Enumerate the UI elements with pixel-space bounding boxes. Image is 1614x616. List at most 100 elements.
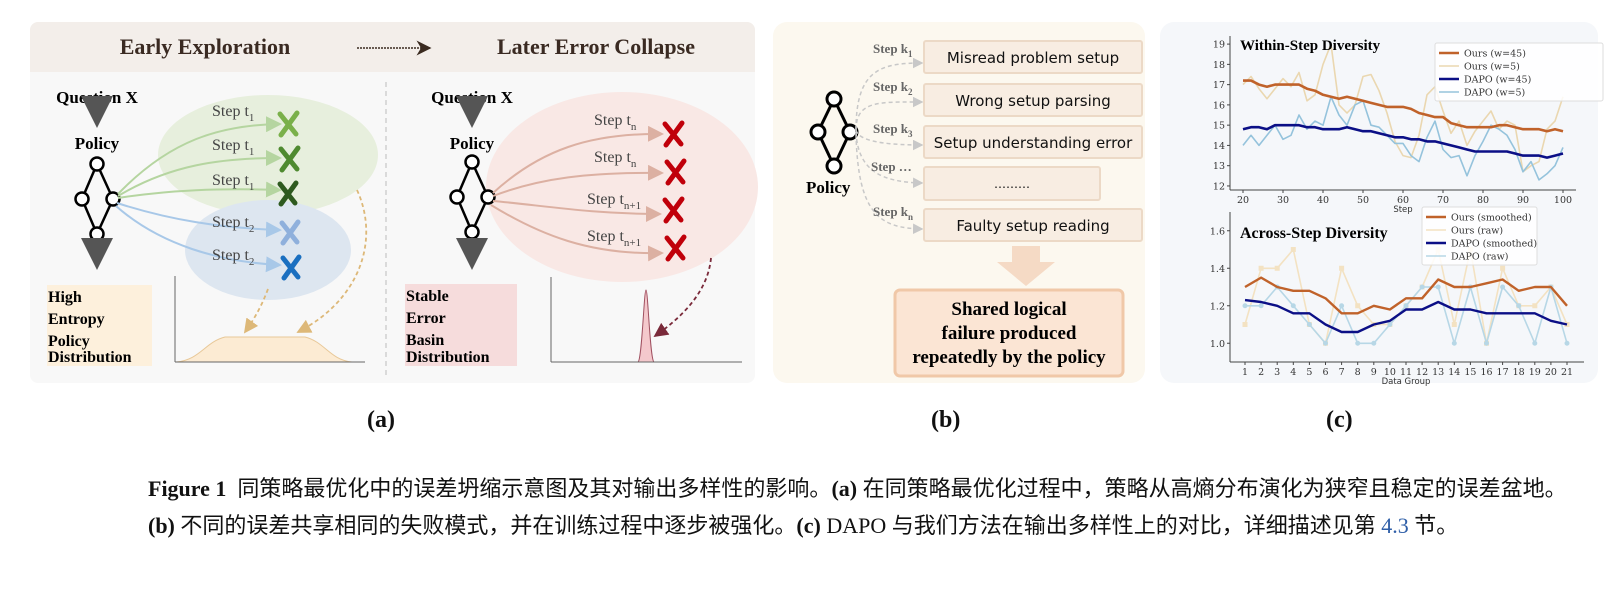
data-point: [1355, 303, 1361, 309]
legend-label: DAPO (smoothed): [1451, 239, 1537, 250]
data-point: [1532, 303, 1538, 309]
policy-network-icon: [809, 90, 859, 175]
arrow-step-1: [492, 125, 664, 194]
arrow-step-5: [115, 205, 282, 273]
panel-a: Early Exploration Later Error Collapse Q…: [30, 22, 758, 383]
error-text: Wrong setup parsing: [955, 92, 1111, 110]
caption-tag: (a): [831, 476, 858, 501]
figure-number: Figure 1: [148, 476, 227, 501]
arrow-step-4: [116, 202, 282, 238]
legend-label: Ours (smoothed): [1451, 213, 1532, 224]
data-point: [1403, 303, 1409, 309]
down-arrow-icon: [997, 246, 1055, 286]
x-axis-label: Step: [1393, 205, 1412, 215]
policy-label: Policy: [75, 134, 120, 153]
data-point: [1484, 340, 1489, 346]
section-reference-link[interactable]: 4.3: [1381, 513, 1409, 538]
step-label: Step t1: [212, 137, 254, 158]
data-point: [1355, 340, 1361, 346]
blue-cluster: [185, 200, 351, 300]
figure-caption: Figure 1 同策略最优化中的误差坍缩示意图及其对输出多样性的影响。(a) …: [148, 470, 1588, 544]
data-point: [1323, 340, 1328, 346]
wide-distribution-plot: [174, 276, 365, 363]
x-tick-label: 2: [1258, 367, 1264, 378]
x-axis-label: Data Group: [1382, 377, 1431, 387]
cross-mark-icon: [662, 196, 685, 224]
data-point: [1339, 303, 1345, 309]
cross-mark-icon: [664, 234, 687, 262]
error-text: Misread problem setup: [947, 49, 1119, 67]
legend-label: DAPO (w=45): [1464, 75, 1531, 86]
error-basin-cluster: [486, 92, 758, 282]
x-tick-label: 17: [1497, 367, 1509, 378]
cross-mark-icon: [664, 158, 687, 186]
x-tick-label: 19: [1529, 367, 1541, 378]
dashed-arrow: [243, 288, 269, 334]
step-label: Step k1: [873, 41, 913, 59]
error-box: [923, 125, 1143, 159]
legend-label: Ours (w=5): [1464, 62, 1520, 73]
x-tick-label: 15: [1464, 367, 1476, 378]
cross-mark-icon: [662, 120, 685, 148]
x-tick-label: 50: [1357, 195, 1369, 206]
x-tick-label: 70: [1437, 195, 1449, 206]
cross-mark-icon: [277, 180, 299, 207]
error-box: [923, 83, 1143, 117]
x-tick-label: 6: [1322, 367, 1328, 378]
policy-network-icon: [74, 156, 121, 242]
y-tick-label: 13: [1213, 161, 1225, 172]
data-point: [1451, 322, 1457, 327]
y-tick-label: 17: [1213, 80, 1225, 91]
data-point: [1516, 303, 1522, 309]
step-label: Step t1: [212, 172, 254, 193]
data-point: [1435, 284, 1441, 290]
caption-intro: 同策略最优化中的误差坍缩示意图及其对输出多样性的影响。: [237, 476, 832, 501]
y-tick-label: 1.4: [1210, 264, 1225, 275]
peaked-distribution-plot: [550, 277, 742, 363]
error-box: [923, 40, 1143, 74]
data-point: [1532, 340, 1538, 346]
data-point: [1387, 322, 1393, 327]
x-tick-label: 16: [1480, 367, 1492, 378]
series-line-ours-w-45-: [1243, 79, 1564, 133]
caption-text: 节。: [1414, 513, 1459, 538]
caption-tag: (c): [796, 513, 821, 538]
y-tick-label: 19: [1213, 40, 1225, 51]
caption-text: 在同策略最优化过程中，策略从高熵分布演化为狭窄且稳定的误差盆地。: [862, 476, 1567, 501]
dashed-arrow: [855, 129, 924, 151]
green-cluster: [158, 95, 378, 215]
error-box: [923, 166, 1101, 201]
header-early-exploration: Early Exploration: [120, 34, 291, 59]
chart-title: Across-Step Diversity: [1240, 225, 1388, 242]
policy-network-icon: [449, 154, 496, 240]
error-text: Faulty setup reading: [956, 217, 1109, 235]
data-point: [1500, 284, 1506, 290]
x-tick-label: 20: [1237, 195, 1249, 206]
x-tick-label: 1: [1242, 367, 1248, 378]
x-tick-label: 60: [1397, 195, 1409, 206]
panel-label-a: (a): [367, 407, 395, 433]
step-label: Step kn: [873, 204, 913, 222]
x-tick-label: 7: [1339, 367, 1345, 378]
series-line-ours-smoothed-: [1244, 276, 1568, 315]
dashed-arrow: [855, 131, 924, 189]
dashed-arrow: [855, 57, 924, 131]
legend-label: Ours (raw): [1451, 226, 1503, 237]
panel-label-c: (c): [1326, 407, 1353, 433]
policy-label: Policy: [450, 134, 495, 153]
x-tick-label: 21: [1561, 367, 1573, 378]
x-tick-label: 3: [1274, 367, 1280, 378]
caption-text: DAPO 与我们方法在输出多样性上的对比，详细描述见第: [826, 513, 1376, 538]
panel-label-b: (b): [931, 407, 961, 433]
step-label: Step …: [871, 159, 912, 174]
data-point: [1339, 265, 1345, 271]
arrow-step-1: [117, 116, 282, 195]
data-point: [1258, 303, 1264, 309]
question-x-label: Question X: [431, 88, 513, 107]
caption-tag: (b): [148, 513, 175, 538]
shared-failure-box: [893, 288, 1125, 378]
x-tick-label: 100: [1554, 195, 1572, 206]
